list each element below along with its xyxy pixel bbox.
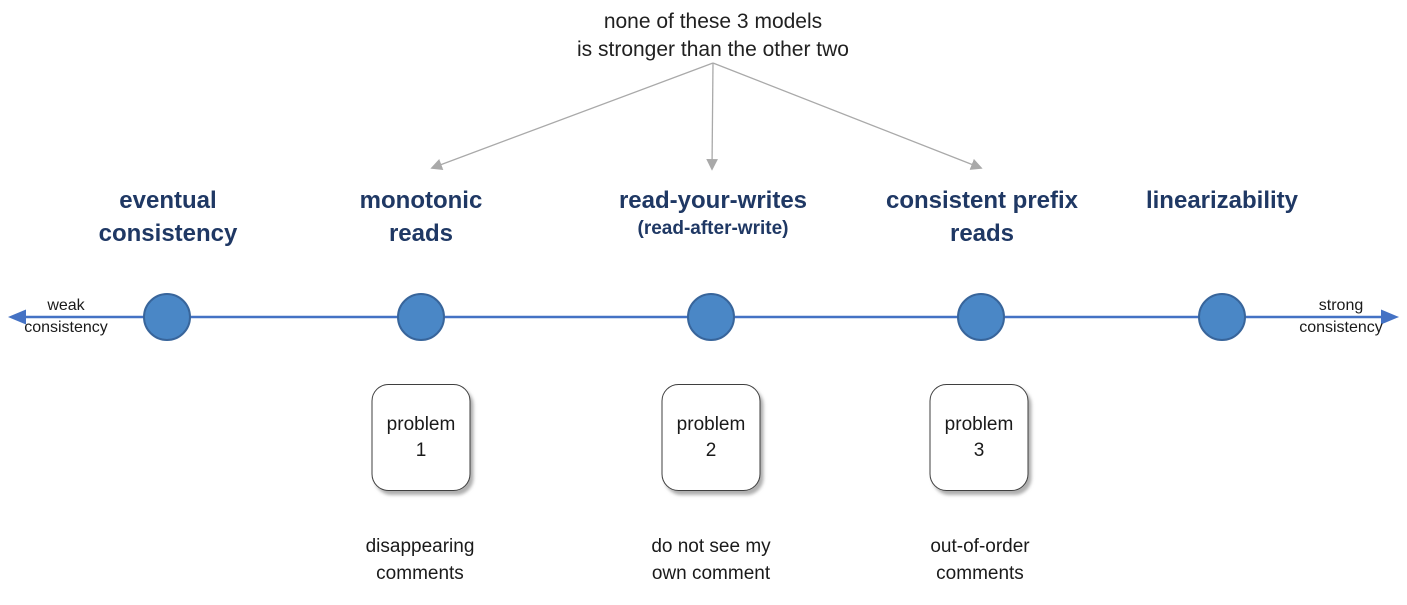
model-label-consistent-prefix-reads: consistent prefix reads <box>885 187 1079 247</box>
problem-box-1: problem 1 <box>371 384 471 491</box>
annotation-text: none of these 3 models is stronger than … <box>577 10 849 61</box>
model-label-read-your-writes-title: read-your-writes <box>618 187 808 214</box>
axis-left-arrowhead <box>8 309 26 325</box>
annotation-fan-arrows <box>430 62 983 171</box>
axis-right-arrowhead <box>1381 309 1399 325</box>
problem-box-2: problem 2 <box>661 384 761 491</box>
problem-box-2-label: problem 2 <box>676 413 746 461</box>
problem-box-3: problem 3 <box>929 384 1029 491</box>
model-label-read-your-writes-subtitle: (read-after-write) <box>637 218 789 239</box>
fan-arrow-middle <box>706 62 718 171</box>
axis-point-read-your-writes <box>687 293 735 341</box>
axis-label-weak-consistency: weak consistency <box>24 297 108 336</box>
problem-caption-3: out-of-order comments <box>930 536 1030 584</box>
fan-arrow-left <box>430 62 714 170</box>
model-label-read-your-writes: read-your-writes (read-after-write) <box>619 184 807 241</box>
model-label-monotonic-reads: monotonic reads <box>359 187 483 247</box>
axis-point-consistent-prefix-reads <box>957 293 1005 341</box>
problem-caption-2: do not see my own comment <box>651 536 771 584</box>
consistency-axis <box>8 293 1399 341</box>
axis-point-linearizability <box>1198 293 1246 341</box>
fan-arrow-right <box>712 62 983 170</box>
axis-label-strong-consistency: strong consistency <box>1299 297 1383 336</box>
axis-point-monotonic-reads <box>397 293 445 341</box>
model-label-eventual-consistency: eventual consistency <box>98 187 238 247</box>
problem-box-3-label: problem 3 <box>944 413 1014 461</box>
axis-point-eventual-consistency <box>143 293 191 341</box>
problem-caption-1: disappearing comments <box>365 536 475 584</box>
problem-box-1-label: problem 1 <box>386 413 456 461</box>
model-label-linearizability: linearizability <box>1145 187 1299 214</box>
